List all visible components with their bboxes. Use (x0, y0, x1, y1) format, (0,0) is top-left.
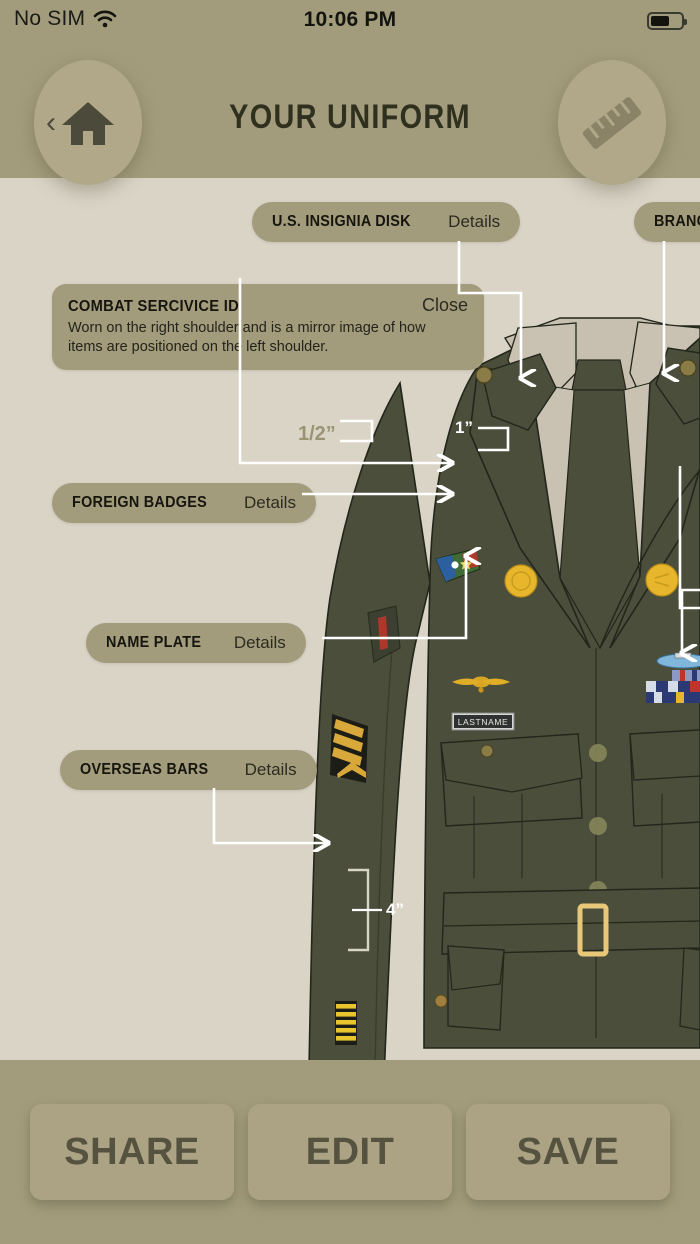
label-title: U.S. INSIGNIA DISK (272, 213, 411, 230)
save-button[interactable]: SAVE (466, 1104, 670, 1200)
details-action[interactable]: Details (448, 212, 501, 231)
edit-button[interactable]: EDIT (248, 1104, 452, 1200)
wifi-icon (93, 10, 117, 28)
belt-buckle (577, 903, 609, 957)
carrier-label: No SIM (14, 7, 86, 30)
info-card-title: COMBAT SERCIVICE ID (68, 298, 239, 315)
label-foreign-badges[interactable]: FOREIGN BADGES Details (52, 483, 316, 523)
branch-insignia-disk-right (645, 563, 679, 597)
uniform-canvas: LASTNAME (0, 178, 700, 1060)
battery-icon (647, 12, 687, 30)
measurement-four-inch: 4” (386, 900, 404, 919)
footer-toolbar: SHARE EDIT SAVE (0, 1060, 700, 1244)
label-overseas-bars[interactable]: OVERSEAS BARS Details (60, 750, 317, 790)
rank-chevrons (330, 714, 368, 783)
info-card-header: COMBAT SERCIVICE ID Close (68, 295, 468, 316)
home-icon (62, 101, 114, 145)
details-action[interactable]: Details (233, 633, 286, 652)
label-name-plate[interactable]: NAME PLATE Details (86, 623, 306, 663)
home-button[interactable]: ‹ (34, 60, 142, 185)
ruler-icon (582, 96, 642, 149)
measurement-one-inch: 1” (455, 418, 473, 437)
foreign-badge-wing (452, 676, 510, 693)
close-button[interactable]: Close (421, 295, 468, 315)
label-title: OVERSEAS BARS (80, 761, 209, 778)
status-left: No SIM (14, 7, 117, 31)
chevron-left-icon: ‹ (46, 105, 56, 139)
page-title: YOUR UNIFORM (229, 98, 471, 136)
info-card-combat-service-id[interactable]: COMBAT SERCIVICE ID Close Worn on the ri… (52, 284, 484, 370)
label-us-insignia-disk[interactable]: U.S. INSIGNIA DISK Details (252, 202, 521, 242)
clock-label: 10:06 PM (303, 8, 397, 31)
info-card-body: Worn on the right shoulder and is a mirr… (68, 320, 426, 355)
ribbon-rack (646, 670, 700, 703)
us-insignia-disk-left (504, 564, 538, 598)
measurement-half-inch: 1/2” (298, 423, 336, 445)
overseas-bars (335, 1001, 357, 1045)
details-action[interactable]: Details (244, 760, 297, 779)
label-title: FOREIGN BADGES (72, 494, 207, 511)
status-right (647, 12, 687, 30)
details-action[interactable]: Details (244, 493, 296, 512)
label-branch[interactable]: BRANCH Details (634, 202, 700, 242)
label-title: NAME PLATE (106, 634, 202, 651)
status-bar: No SIM 10:06 PM (0, 0, 700, 42)
ruler-button[interactable] (558, 60, 666, 185)
label-title: BRANCH (654, 213, 700, 230)
name-plate: LASTNAME (451, 712, 515, 731)
share-button[interactable]: SHARE (30, 1104, 234, 1200)
name-plate-text: LASTNAME (458, 717, 509, 727)
